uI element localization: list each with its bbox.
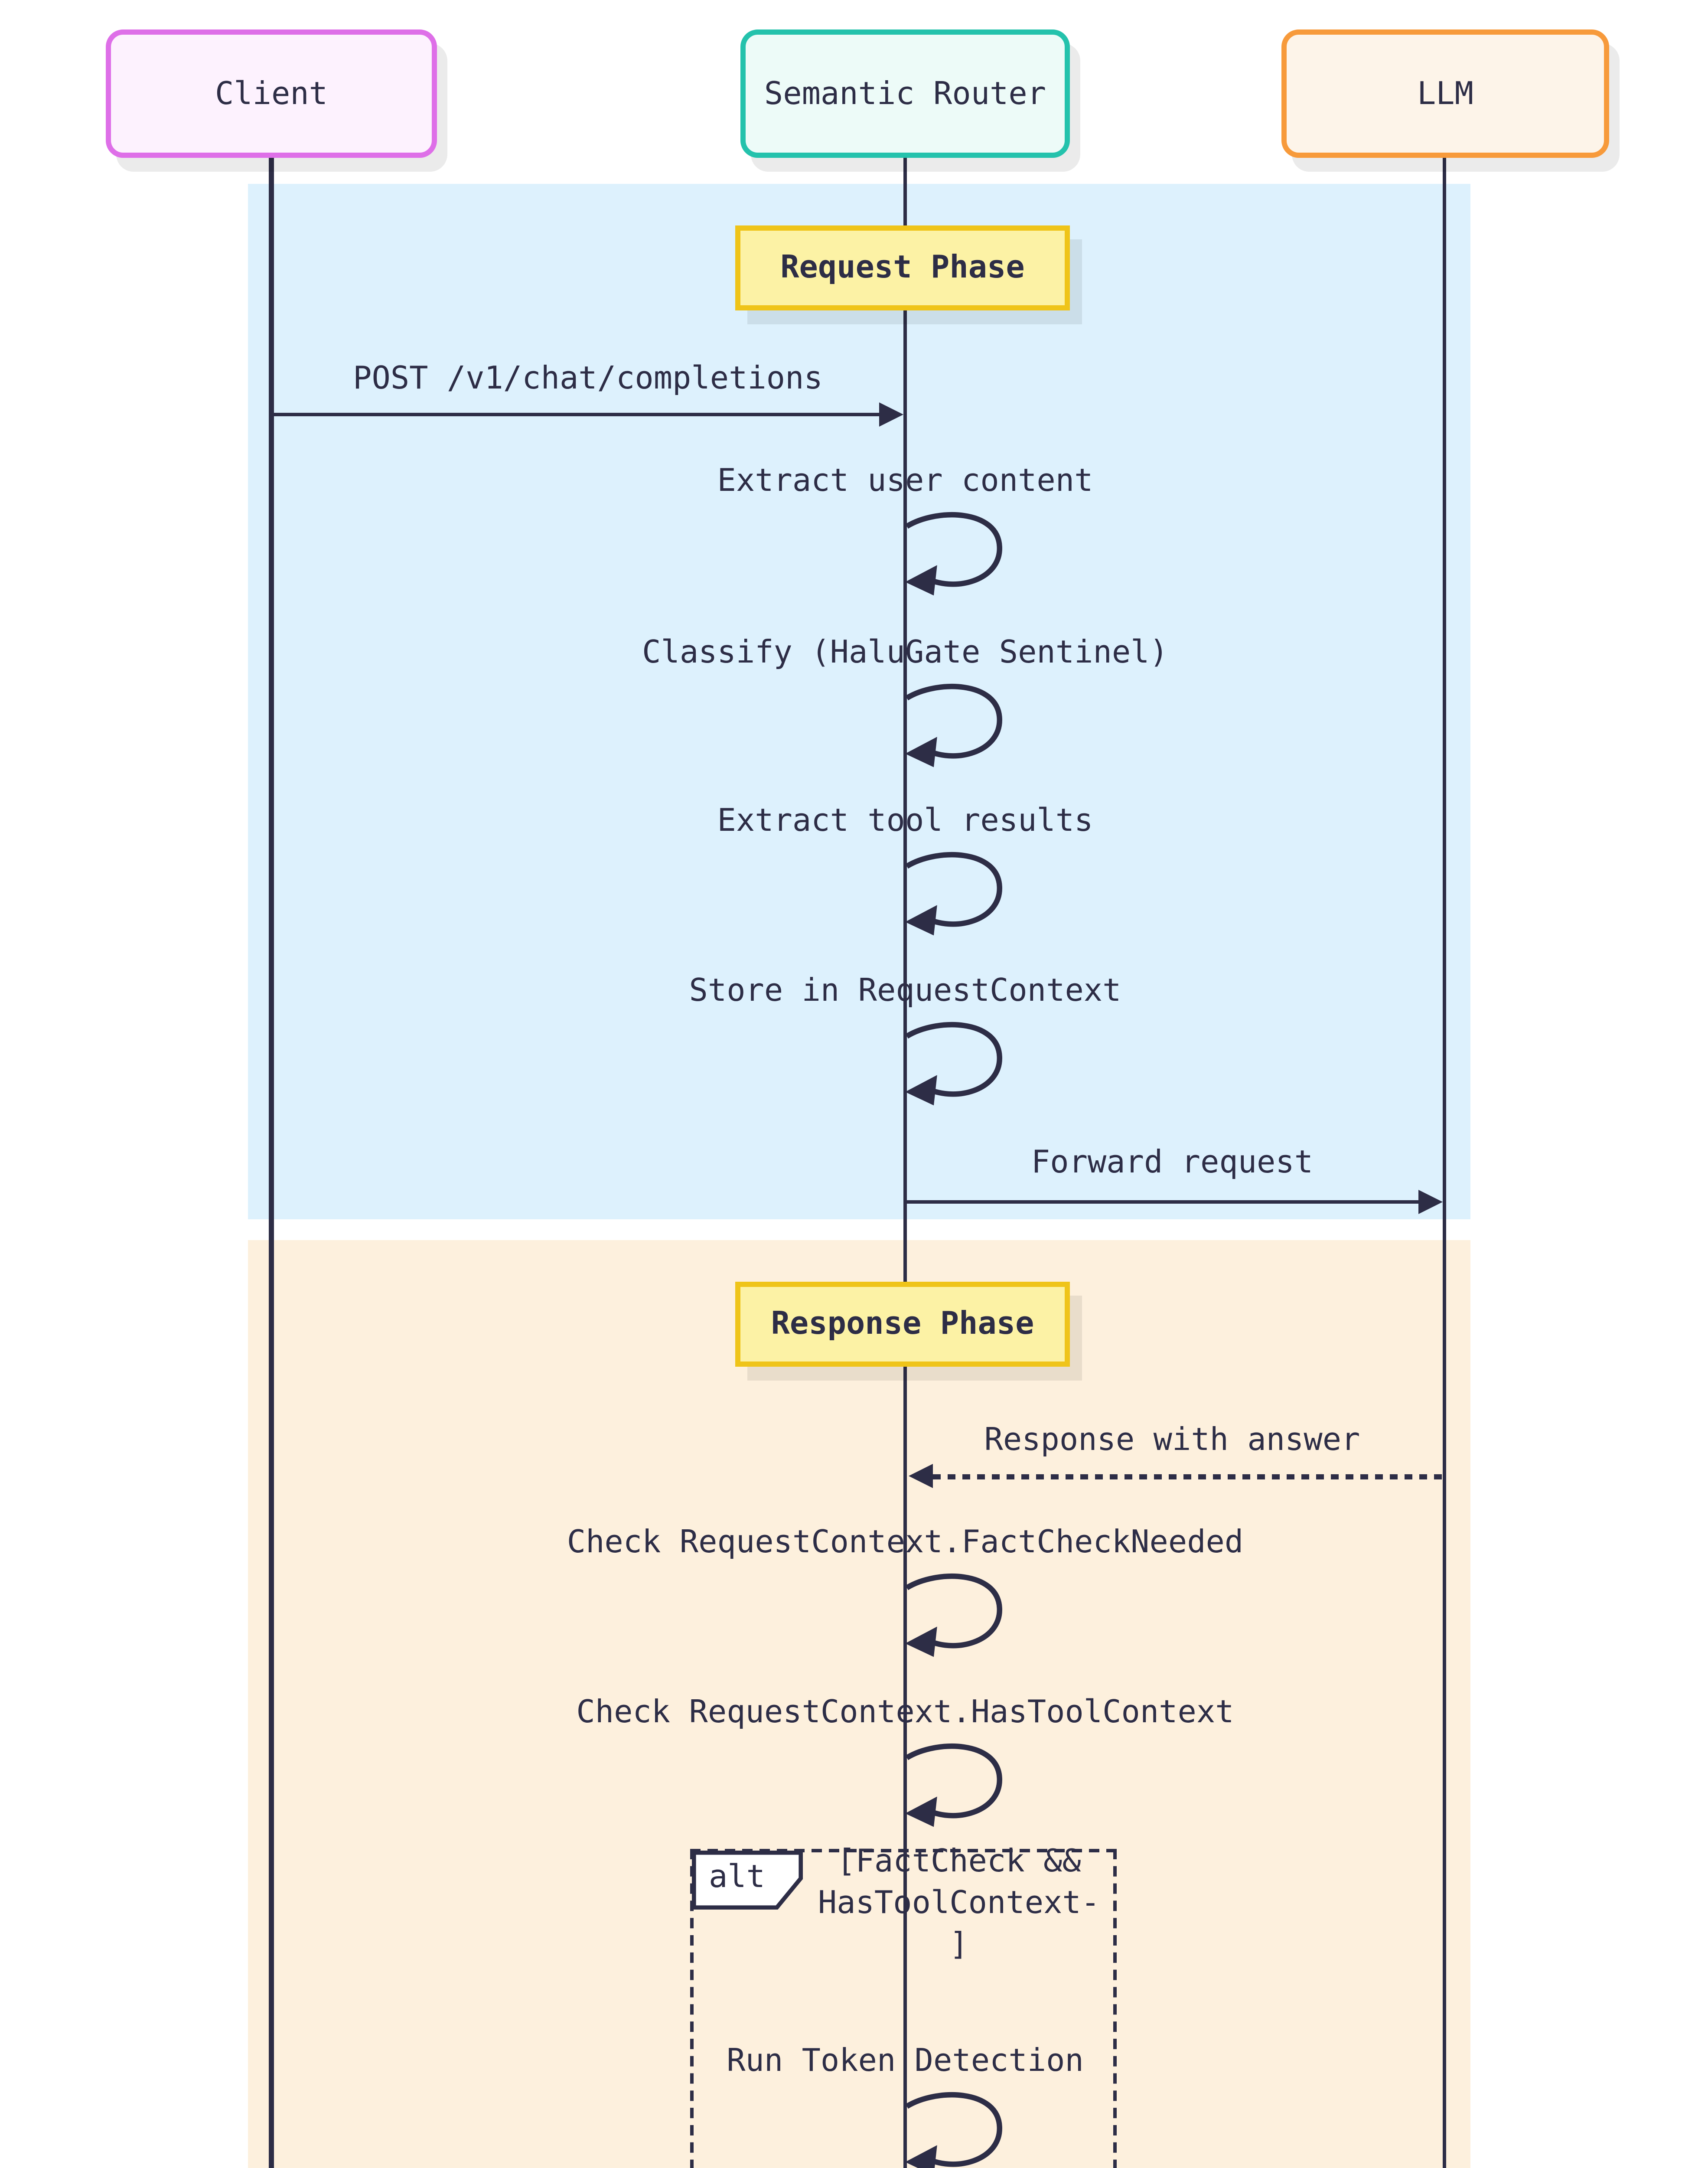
alt-label: alt [708,1859,765,1896]
alt-condition-if-line3: ] [949,1927,968,1963]
actor-semantic-router-label: Semantic Router [764,75,1046,112]
message-extract-user: Extract user content [717,463,1093,500]
message-post-completions: POST /v1/chat/completions [353,361,823,397]
actor-client-label: Client [215,75,328,112]
alt-condition-if-line2: HasToolContext- [818,1885,1100,1922]
message-store-context: Store in RequestContext [689,973,1121,1009]
self-loop-icon [905,1743,1002,1827]
actor-llm-label: LLM [1417,75,1473,112]
arrow-response-answer-head [909,1464,933,1488]
arrow-forward-head [1418,1190,1443,1214]
response-phase-text: Response Phase [771,1306,1034,1342]
message-run-token: Run Token Detection [727,2043,1084,2080]
request-phase-band [248,184,1470,1219]
message-forward-request: Forward request [1031,1145,1314,1181]
alt-condition-if: [FactCheck && HasToolContext- ] [818,1842,1100,1967]
lifeline-llm [1442,158,1447,2168]
actor-semantic-router-top: Semantic Router [740,29,1070,158]
message-check-factcheck: Check RequestContext.FactCheckNeeded [567,1525,1244,1561]
request-phase-text: Request Phase [780,250,1025,286]
actor-llm-top: LLM [1281,29,1609,158]
lifeline-semantic-router [903,158,908,2168]
arrow-response-answer-line [933,1473,1443,1479]
response-phase-band [248,1240,1470,2168]
self-loop-icon [905,1573,1002,1657]
arrow-forward-line [907,1199,1420,1204]
self-loop-icon [905,512,1002,596]
alt-condition-if-line1: [FactCheck && [837,1844,1081,1880]
message-check-hastool: Check RequestContext.HasToolContext [576,1695,1234,1731]
self-loop-icon [905,852,1002,936]
alt-label-shape [692,1851,803,1910]
message-classify: Classify (HaluGate Sentinel) [642,635,1168,671]
response-phase-label: Response Phase [735,1282,1070,1367]
actor-client-top: Client [106,29,437,158]
request-phase-label: Request Phase [735,225,1070,310]
self-loop-icon [905,2092,1002,2168]
self-loop-icon [905,683,1002,767]
message-response-answer: Response with answer [984,1422,1360,1459]
message-extract-tool: Extract tool results [717,803,1093,839]
arrow-post-line [272,412,881,417]
self-loop-icon [905,1022,1002,1106]
lifeline-client [269,158,274,2168]
arrow-post-head [879,402,903,427]
